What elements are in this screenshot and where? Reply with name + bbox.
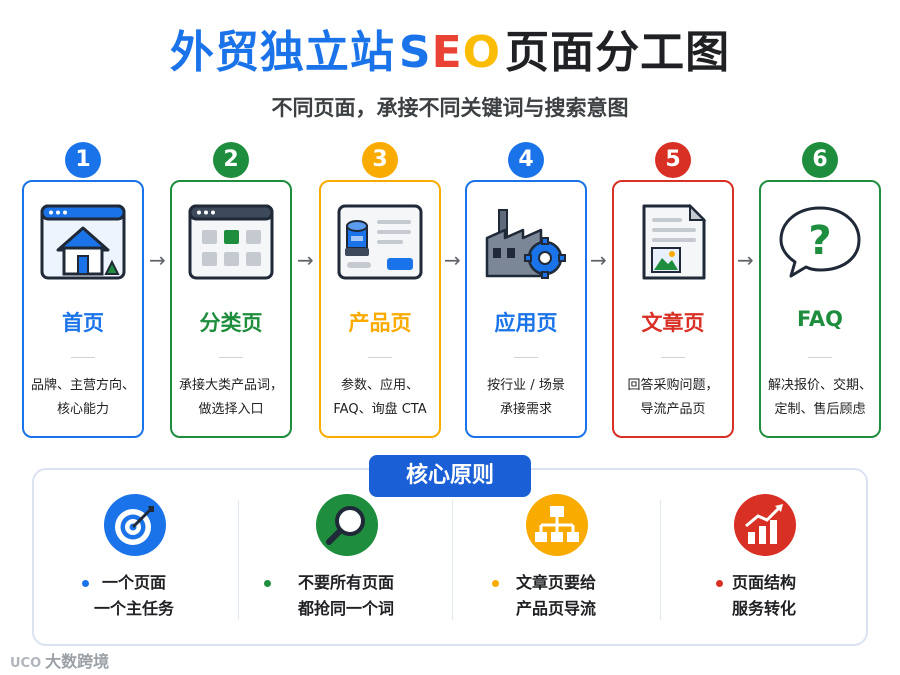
title-end-part: 页面分工图 [505,27,731,78]
step-card: 文章页 回答采购问题， 导流产品页 [612,180,734,438]
flow-arrow-icon: → [297,248,314,272]
divider [660,500,661,620]
divider [219,357,243,358]
divider [368,357,392,358]
step-number-badge: 3 [362,142,398,178]
principle-text: 文章页要给 产品页导流 [515,573,596,618]
principle-text: 一个页面 一个主任务 [93,573,174,618]
step-number-badge: 1 [65,142,101,178]
house-window-icon [40,204,126,280]
bullet-dot [492,580,499,587]
bullet-dot [716,580,723,587]
step-number-badge: 6 [802,142,838,178]
step-title: 文章页 [641,311,705,335]
step-title: 首页 [62,311,104,335]
step-card: 首页 品牌、主营方向、 核心能力 [22,180,144,438]
step-number-badge: 4 [508,142,544,178]
divider [238,500,239,620]
flow-arrow-icon: → [444,248,461,272]
flow-arrow-icon: → [737,248,754,272]
flow-arrow-icon: → [149,248,166,272]
divider [71,357,95,358]
factory-gear-icon [485,209,566,279]
step-number-badge: 5 [655,142,691,178]
step-card: 分类页 承接大类产品词， 做选择入口 [170,180,292,438]
category-grid-icon [188,204,274,280]
step-title: 应用页 [494,311,558,335]
title-seo-e: E [431,27,463,78]
step-card: 产品页 参数、应用、 FAQ、询盘 CTA [319,180,441,438]
divider [452,500,453,620]
page-title: 外贸独立站SEO页面分工图 [0,16,900,80]
growth-chart-icon [734,494,796,556]
step-number-badge: 2 [213,142,249,178]
step-description: 品牌、主营方向、 核心能力 [30,378,135,417]
watermark-logo: UCO [10,656,42,671]
step-description: 按行业 / 场景 承接需求 [487,378,565,417]
step-card: ? FAQ 解决报价、交期、 定制、售后顾虑 [759,180,881,438]
page-subtitle: 不同页面，承接不同关键词与搜索意图 [271,96,629,120]
page-roles-flow: 1 首页 品牌、主营方向、 核心能力 → 2 [22,140,882,440]
magnifier-icon [316,494,378,556]
step-description: 解决报价、交期、 定制、售后顾虑 [767,378,872,417]
core-principles-panel [32,468,868,646]
step-title: FAQ [796,307,844,331]
step-description: 承接大类产品词， 做选择入口 [178,378,283,417]
document-icon [642,204,707,280]
step-card: 应用页 按行业 / 场景 承接需求 [465,180,587,438]
svg-text:?: ? [808,218,831,264]
question-bubble-icon: ? [779,206,861,278]
product-card-icon [337,204,423,280]
principle-text: 不要所有页面 都抢同一个词 [297,573,394,618]
divider [514,357,538,358]
title-seo-s: S [398,27,432,78]
title-seo-o: O [462,27,502,78]
target-icon [104,494,166,556]
flow-arrow-icon: → [590,248,607,272]
step-description: 回答采购问题， 导流产品页 [627,378,719,417]
step-title: 分类页 [199,311,263,335]
bullet-dot [82,580,89,587]
title-chinese-part: 外贸独立站 [169,27,395,78]
step-title: 产品页 [348,311,412,335]
bullet-dot [264,580,271,587]
core-principles-badge: 核心原则 [369,455,531,497]
principle-text: 页面结构 服务转化 [731,573,796,618]
step-description: 参数、应用、 FAQ、询盘 CTA [333,378,427,417]
watermark-text: 大数跨境 [45,652,110,671]
divider [808,357,832,358]
title-seo: SEO [399,27,501,78]
sitemap-icon [526,494,588,556]
divider [661,357,685,358]
